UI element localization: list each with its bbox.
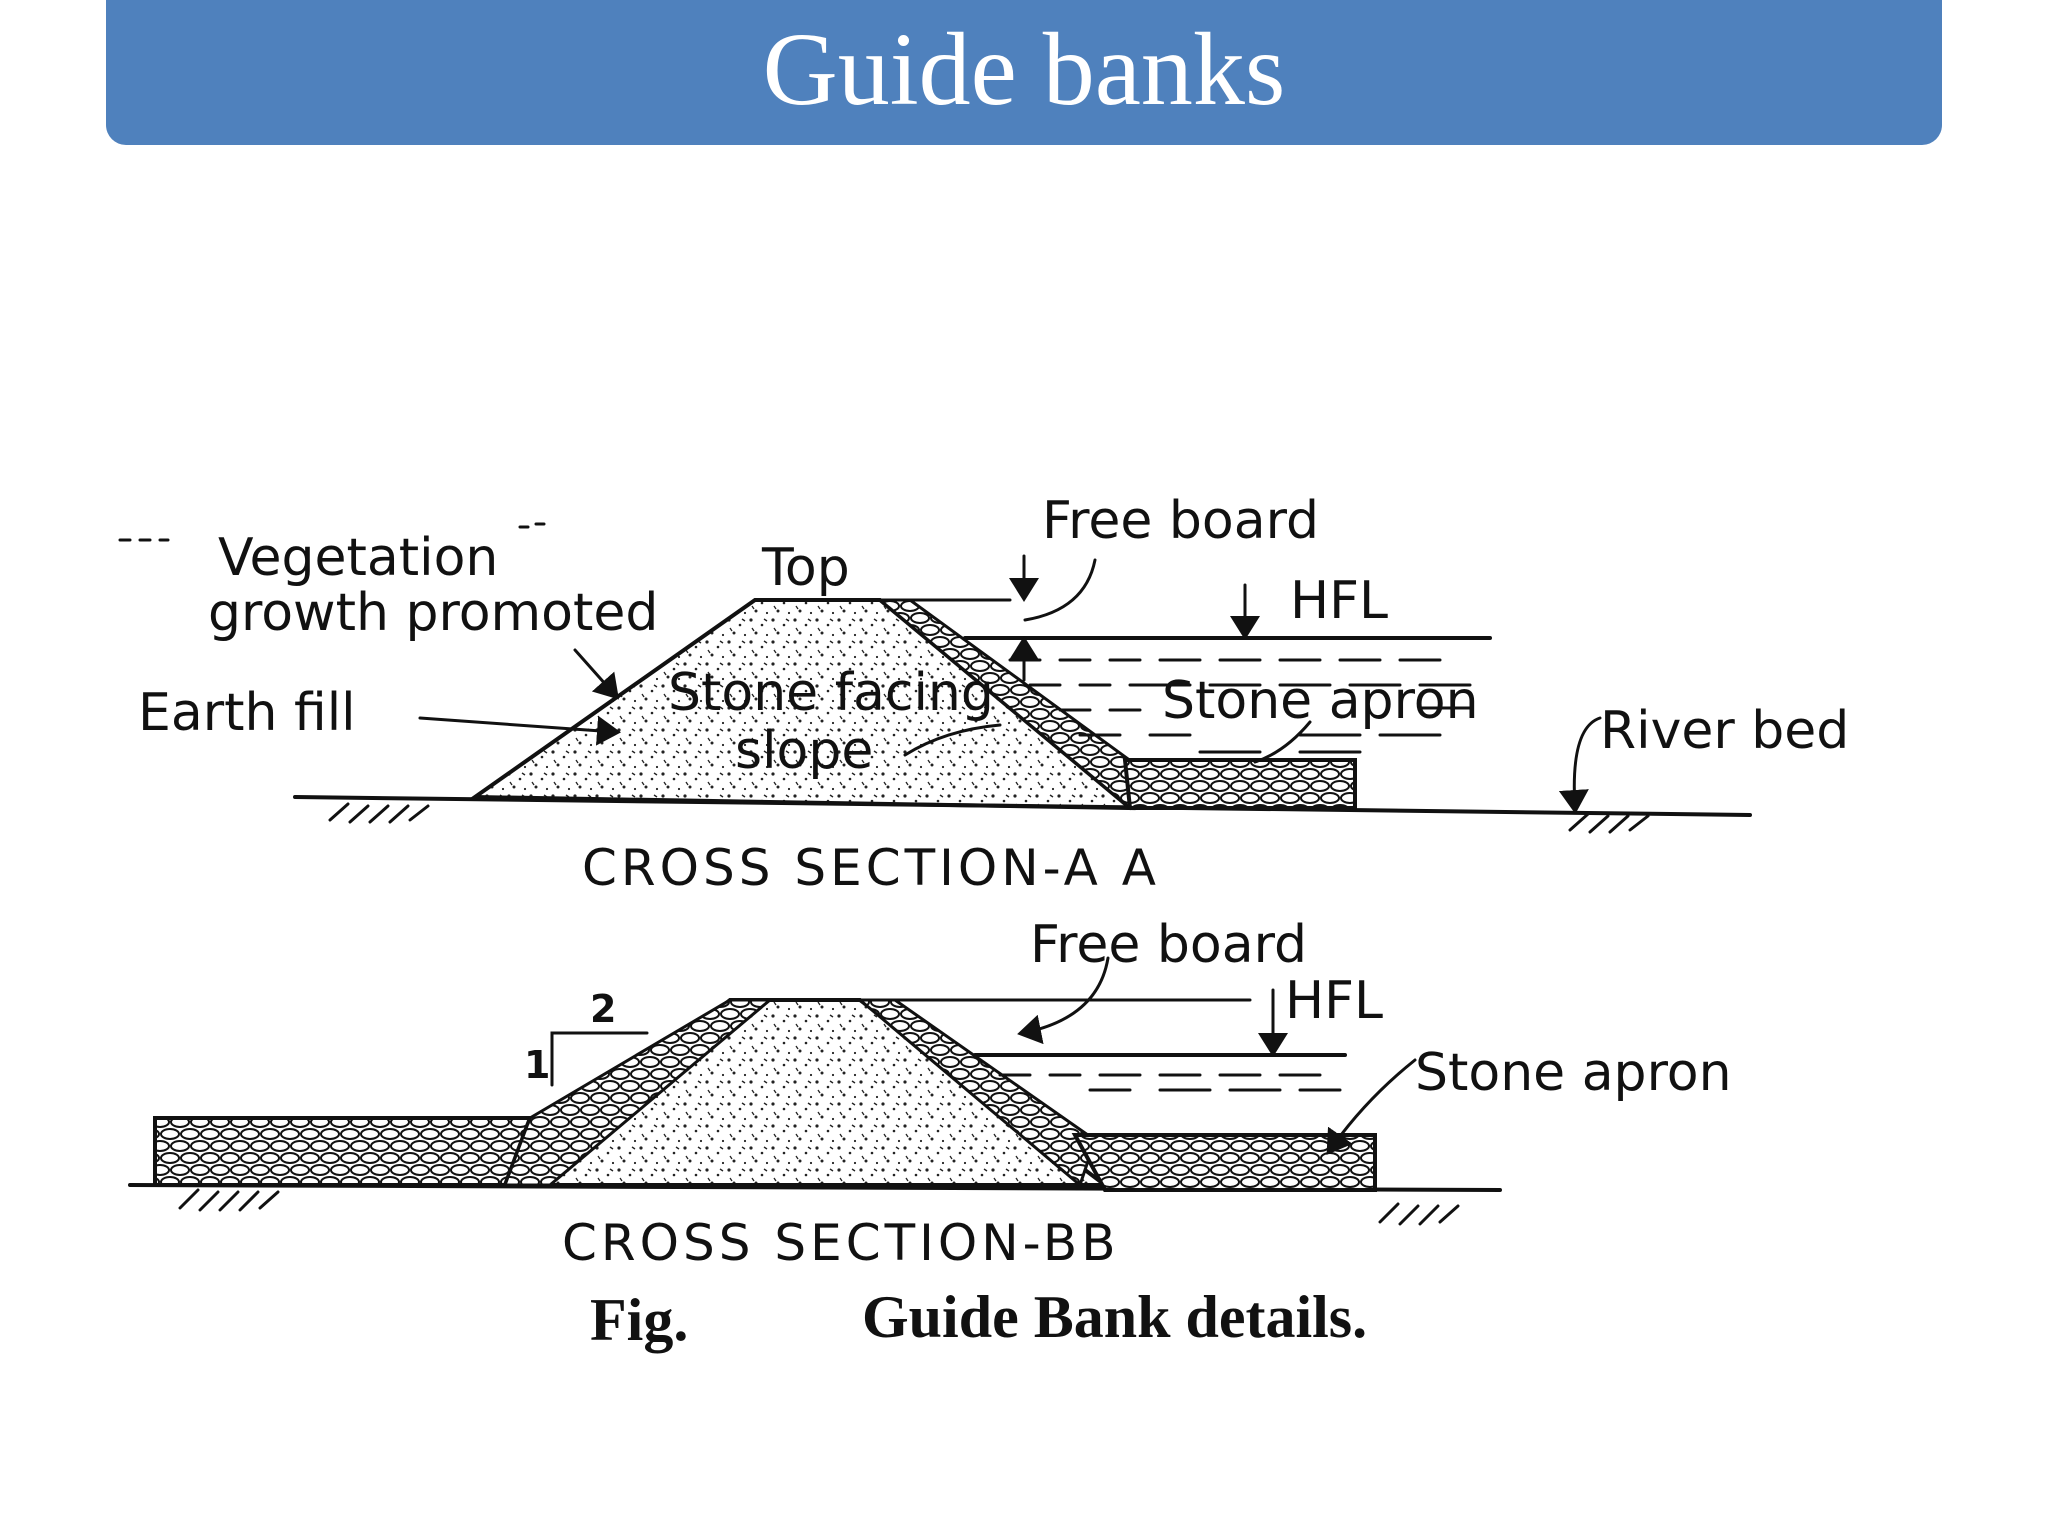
label-hfl-bb: HFL xyxy=(1285,971,1383,1031)
river-bed-leader-aa xyxy=(1558,716,1602,814)
freeboard-leader-aa xyxy=(1023,558,1097,622)
land-apron-bb xyxy=(153,1116,533,1187)
land-slope-pitching-bb xyxy=(502,998,775,1187)
title-bar: Guide banks xyxy=(106,0,1942,145)
label-free-board-aa: Free board xyxy=(1042,491,1319,551)
vegetation-dashes-aa xyxy=(118,522,546,542)
stone-apron-leader-aa xyxy=(1253,720,1312,764)
stone-apron-aa xyxy=(1122,758,1357,810)
label-free-board-bb: Free board xyxy=(1030,915,1307,975)
label-vegetation-1: Vegetation xyxy=(218,528,498,588)
caption-section-bb: CROSS SECTION-BB xyxy=(562,1214,1120,1272)
label-slope-horizontal: 2 xyxy=(590,987,616,1031)
cross-section-aa: Vegetation growth promoted Earth fill To… xyxy=(118,491,1849,897)
label-vegetation-2: growth promoted xyxy=(208,583,658,643)
ground-hatch-aa xyxy=(328,802,1650,834)
earth-fill-leader-aa xyxy=(418,715,621,746)
label-top: Top xyxy=(761,538,850,598)
river-apron-bb xyxy=(1071,1133,1377,1192)
ground-hatch-bb xyxy=(178,1188,1460,1226)
figure-prefix: Fig. xyxy=(590,1287,688,1353)
label-hfl-aa: HFL xyxy=(1290,571,1388,631)
cross-section-bb: 1 2 Free board HFL Stone apron CROSS SEC… xyxy=(128,915,1732,1272)
label-stone-facing-2: slope xyxy=(735,721,873,781)
label-river-bed: River bed xyxy=(1600,701,1849,761)
vegetation-leader-aa xyxy=(573,648,619,700)
slide-title: Guide banks xyxy=(762,11,1286,127)
label-slope-vertical: 1 xyxy=(524,1043,550,1087)
label-stone-facing-1: Stone facing xyxy=(668,663,994,723)
water-dashes-bb xyxy=(998,1073,1342,1092)
figure-caption: Guide Bank details. xyxy=(862,1284,1367,1350)
label-earth-fill: Earth fill xyxy=(138,683,356,743)
label-stone-apron-aa: Stone apron xyxy=(1162,671,1479,731)
label-stone-apron-bb: Stone apron xyxy=(1415,1043,1732,1103)
slope-ratio-mark xyxy=(550,1031,649,1087)
stone-facing-leader-aa xyxy=(903,723,1002,757)
freeboard-leader-bb xyxy=(1017,956,1110,1045)
stone-apron-leader-bb xyxy=(1326,1058,1417,1155)
caption-section-aa: CROSS SECTION-A A xyxy=(582,839,1160,897)
